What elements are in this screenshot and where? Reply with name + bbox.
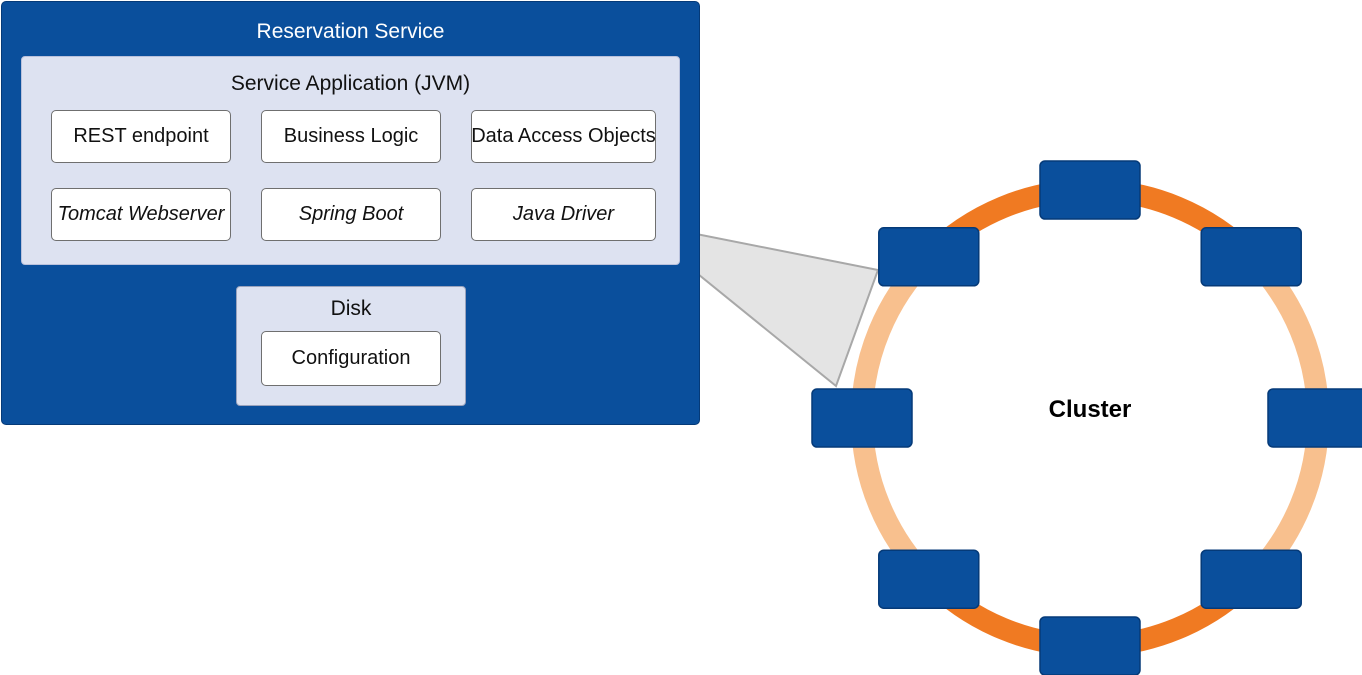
cluster-node (1200, 227, 1302, 287)
cluster-node (1039, 160, 1141, 220)
rest-endpoint-box: REST endpoint (51, 110, 231, 163)
data-access-objects-box: Data Access Objects (471, 110, 656, 163)
cluster-label: Cluster (1048, 396, 1132, 423)
configuration-box: Configuration (261, 331, 441, 386)
cluster-node (878, 227, 980, 287)
tomcat-webserver-box: Tomcat Webserver (51, 188, 231, 241)
disk-title: Disk (330, 297, 372, 320)
cluster-node (1039, 616, 1141, 675)
cluster-node (811, 388, 913, 448)
cluster-node (1200, 549, 1302, 609)
cluster-node (1267, 388, 1362, 448)
reservation-service-title: Reservation Service (256, 20, 445, 43)
business-logic-box: Business Logic (261, 110, 441, 163)
cluster-node (878, 549, 980, 609)
spring-boot-box: Spring Boot (261, 188, 441, 241)
cluster-nodes (811, 160, 1362, 675)
java-driver-box: Java Driver (471, 188, 656, 241)
service-application-title: Service Application (JVM) (230, 72, 471, 95)
